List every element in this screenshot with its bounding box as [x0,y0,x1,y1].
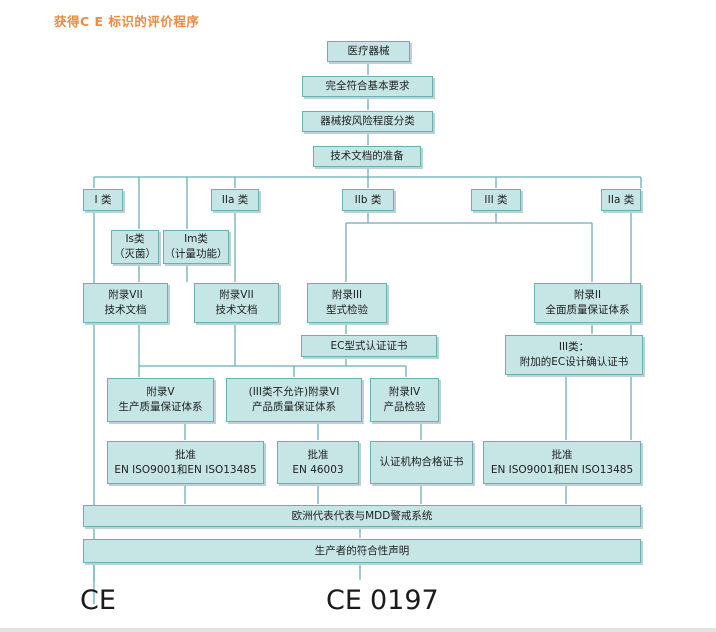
box-class-iia-left: IIa 类 [211,189,259,211]
ce-mark-right: CE [326,585,362,616]
box-label: IIa 类 [221,193,249,206]
box-annex-vii-b: 附录VII 技术文档 [194,283,279,323]
box-is-class: Is类 （灭菌） [111,230,159,264]
box-annex-vi: (III类不允许)附录VI 产品质量保证体系 [226,378,362,422]
box-label-line2: 产品检验 [383,401,426,413]
box-notified-body-cert: 认证机构合格证书 [370,441,473,484]
box-label-line2: （计量功能） [164,248,228,260]
box-annex-ii: 附录II 全面质量保证体系 [534,283,641,323]
box-label-line1: 批准 [175,448,196,461]
box-label-line1: III类： [558,341,590,353]
box-label-line2: （灭菌） [114,248,156,260]
box-label: IIb 类 [354,193,382,206]
box-label-line2: 生产质量保证体系 [118,401,203,413]
box-label-line2: 技术文档 [104,304,147,316]
box-label-line2: EN ISO9001和EN ISO13485 [114,463,257,476]
box-label-line2: 附加的EC设计确认证书 [519,356,629,368]
box-label-line2: EN ISO9001和EN ISO13485 [490,463,634,476]
box-label-line2: 型式检验 [326,304,368,316]
box-label-line2: 产品质量保证体系 [252,401,336,413]
box-eu-representative: 欧洲代表代表与MDD警戒系统 [83,505,641,527]
box-annex-iii: 附录III 型式检验 [307,283,387,323]
box-label-line2: 全面质量保证体系 [545,304,630,316]
box-label-line1: 附录VII [108,289,143,301]
notified-body-number: 0197 [370,585,439,616]
box-label-line1: 附录VII [219,289,254,301]
box-label-line1: Is类 [125,233,145,245]
box-label-line1: 批准 [307,448,329,461]
box-class-iib: IIb 类 [342,189,394,211]
box-label-line1: 附录III [331,289,363,301]
box-approval-iso-right: 批准 EN ISO9001和EN ISO13485 [483,441,641,484]
box-class-iia-right: IIa 类 [601,189,641,211]
box-label: 完全符合基本要求 [325,80,410,92]
box-essential-requirements: 完全符合基本要求 [302,76,433,97]
box-label-line2: EN 46003 [292,463,344,476]
box-label: I 类 [94,193,112,206]
box-label: EC型式认证证书 [330,339,408,352]
box-label-line1: 附录II [573,289,602,301]
box-class-iii: III 类 [471,189,521,211]
box-medical-device: 医疗器械 [327,41,410,62]
box-label-line1: 附录IV [388,386,421,398]
ce-mark-left: CE [80,585,116,616]
box-annex-v: 附录V 生产质量保证体系 [107,378,214,422]
box-annex-vii-a: 附录VII 技术文档 [83,283,168,323]
box-label-line1: 批准 [551,448,573,461]
box-im-class: Im类 （计量功能） [163,230,229,264]
box-label-line2: 技术文档 [215,304,258,316]
box-label: 认证机构合格证书 [379,456,464,468]
box-label: IIa 类 [607,193,635,206]
diagram-title: 获得C E 标识的评价程序 [54,14,200,29]
box-approval-en46003: 批准 EN 46003 [277,441,359,484]
box-label-line1: (III类不允许)附录VI [248,386,340,398]
box-label: 生产者的符合性声明 [314,544,410,557]
box-class-i: I 类 [83,189,123,211]
box-tech-docs-prep: 技术文档的准备 [313,146,421,167]
box-annex-iv: 附录IV 产品检验 [370,378,439,422]
box-label: 器械按风险程度分类 [320,115,415,127]
box-label: 技术文档的准备 [330,150,404,162]
box-ec-type-certificate: EC型式认证证书 [301,335,437,357]
box-risk-classification: 器械按风险程度分类 [302,111,433,132]
box-approval-iso-left: 批准 EN ISO9001和EN ISO13485 [107,441,264,484]
box-label: 欧洲代表代表与MDD警戒系统 [291,509,433,522]
box-class-iii-design-cert: III类： 附加的EC设计确认证书 [505,335,643,375]
box-label-line1: Im类 [184,233,208,245]
box-label: 医疗器械 [347,45,390,57]
box-label-line1: 附录V [146,386,175,398]
bottom-divider [0,628,716,632]
box-declaration-of-conformity: 生产者的符合性声明 [83,539,641,563]
box-label: III 类 [484,193,508,206]
